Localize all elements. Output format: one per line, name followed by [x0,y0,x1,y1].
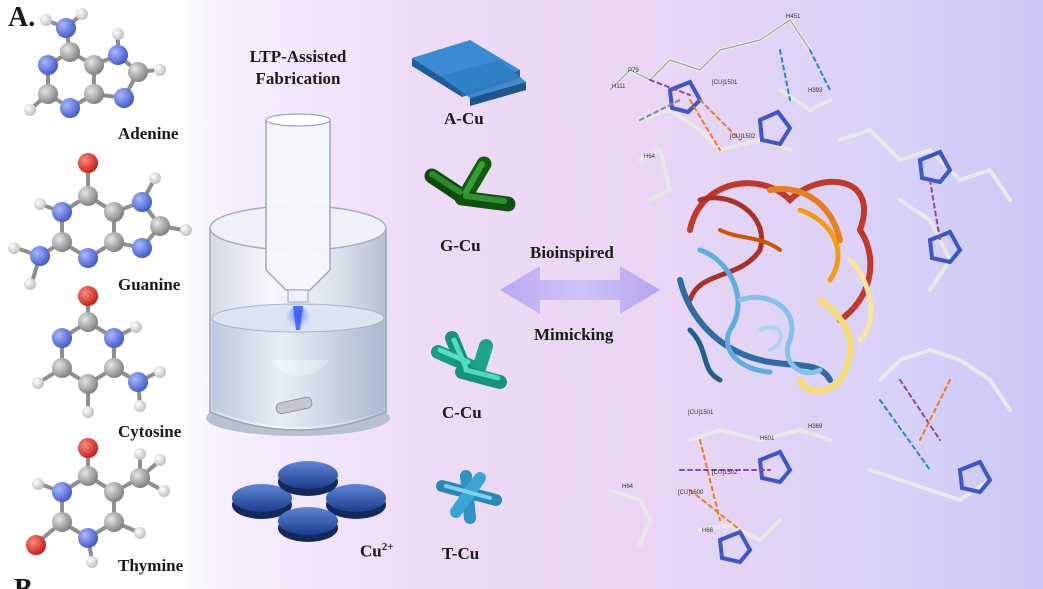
residue-label: H369 [808,424,823,430]
adenine-molecule [24,8,166,118]
copper-ion-label: Cu2+ [360,541,394,562]
c-cu-nanozyme-shape [431,331,507,389]
panel-label-b: B [14,574,33,589]
thymine-label: Thymine [118,556,184,575]
fabrication-title: LTP-Assisted Fabrication [228,46,368,90]
residue-label: H111 [612,84,626,90]
residue-label: [CU]1502 [712,470,738,476]
t-cu-nanozyme-shape [436,470,502,524]
residue-label: [CU]1501 [712,80,738,86]
ltp-beaker-illustration [206,113,390,436]
arrow-label-top: Bioinspired [530,243,614,262]
residue-label: [CU]1500 [678,490,704,496]
residue-label: H451 [786,14,801,20]
thymine-molecule [26,438,170,568]
g-cu-nanozyme-shape [424,156,516,212]
guanine-molecule [8,153,192,290]
residue-label: [CU]1502 [730,134,756,140]
residue-label: P79 [628,68,639,74]
adenine-label: Adenine [118,124,179,143]
bioinspired-double-arrow [500,266,660,314]
active-site-sticks [608,17,1012,565]
arrow-label-bottom: Mimicking [534,325,614,344]
a-cu-label: A-Cu [444,109,484,128]
t-cu-label: T-Cu [442,544,480,563]
cytosine-molecule [32,286,166,418]
fabrication-title-line1: LTP-Assisted [249,47,347,66]
g-cu-label: G-Cu [440,236,481,255]
c-cu-label: C-Cu [442,403,482,422]
guanine-label: Guanine [118,275,181,294]
residue-label: [CU]1501 [688,410,714,416]
residue-label: H64 [644,154,656,160]
copper-ion-charge: 2+ [381,541,394,553]
copper-ion-discs [232,461,386,542]
residue-label: H393 [808,88,823,94]
panel-label-a: A. [8,2,36,33]
a-cu-nanozyme-shape [412,40,526,106]
residue-label: H64 [622,484,634,490]
copper-ion-symbol: Cu [360,541,382,561]
fabrication-title-line2: Fabrication [255,69,341,88]
residue-label: H66 [702,528,714,534]
residue-label: H601 [760,436,775,442]
protein-structure [677,178,874,395]
cytosine-label: Cytosine [118,422,182,441]
